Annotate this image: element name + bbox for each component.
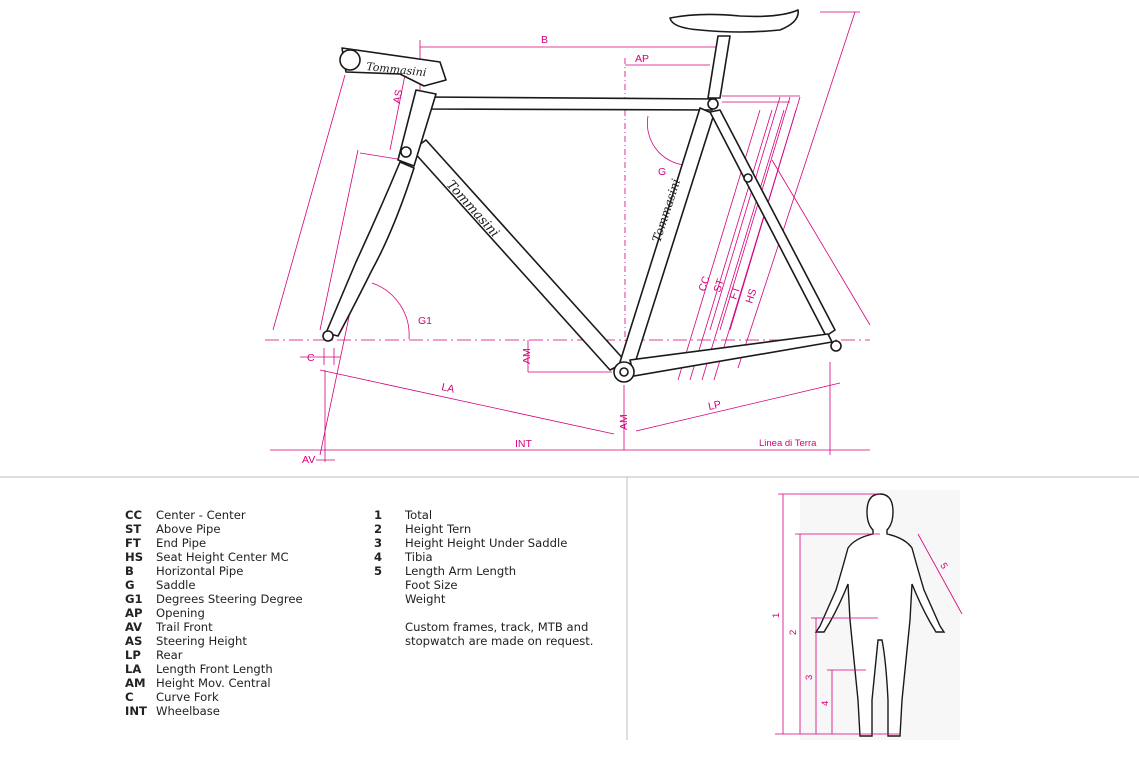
legend-code: ST <box>125 522 142 536</box>
legend-code: HS <box>125 550 144 564</box>
legend-description: Height Height Under Saddle <box>405 536 568 550</box>
legend-description: Height Mov. Central <box>156 676 271 690</box>
legend-code: CC <box>125 508 143 522</box>
legend-row: LP Rear <box>125 648 303 662</box>
label-AP: AP <box>635 53 649 65</box>
body-measurement-figure: 1 2 3 4 5 <box>771 490 963 740</box>
legend-row: 3 Height Height Under Saddle <box>374 536 567 550</box>
body-label-1: 1 <box>771 613 782 618</box>
label-AV: AV <box>302 454 315 466</box>
legend-row: G1 Degrees Steering Degree <box>125 592 303 606</box>
legend-description: Total <box>405 508 433 522</box>
label-LA: LA <box>440 381 455 395</box>
legend-row: 2 Height Tern <box>374 522 567 536</box>
legend-row: 4 Tibia <box>374 550 567 564</box>
legend-row: C Curve Fork <box>125 690 303 704</box>
legend-row: HS Seat Height Center MC <box>125 550 303 564</box>
label-AS: AS <box>391 89 405 105</box>
legend-description: End Pipe <box>156 536 207 550</box>
legend-code: AV <box>125 620 143 634</box>
label-ST: ST <box>711 277 727 294</box>
human-silhouette <box>814 493 946 737</box>
legend-description: Curve Fork <box>156 690 219 704</box>
legend-description: Foot Size <box>405 578 458 592</box>
legend-description: Length Front Length <box>156 662 273 676</box>
legend-code: G1 <box>125 592 143 606</box>
bike-frame <box>322 9 842 383</box>
body-label-2: 2 <box>788 630 799 635</box>
label-HS: HS <box>743 287 759 305</box>
legend-description: Degrees Steering Degree <box>156 592 303 606</box>
label-CC: CC <box>696 274 712 293</box>
legend-body-codes: 1 Total 2 Height Tern 3 Height Height Under S… <box>374 508 567 606</box>
legend-description: Saddle <box>156 578 196 592</box>
legend-row: AS Steering Height <box>125 634 303 648</box>
legend-code: AP <box>125 606 143 620</box>
label-C: C <box>307 352 315 364</box>
legend-description: Trail Front <box>156 620 213 634</box>
stem-brand-logo: Tommasini <box>366 60 427 79</box>
legend-description: Wheelbase <box>156 704 220 718</box>
legend-row: 1 Total <box>374 508 567 522</box>
custom-frames-note: Custom frames, track, MTB and stopwatch … <box>405 620 594 648</box>
legend-description: Horizontal Pipe <box>156 564 244 578</box>
legend-description: Seat Height Center MC <box>156 550 289 564</box>
legend-code: LA <box>125 662 142 676</box>
legend-row: Weight <box>374 592 567 606</box>
legend-row: ST Above Pipe <box>125 522 303 536</box>
label-FT: FT <box>727 284 743 300</box>
legend-row: CC Center - Center <box>125 508 303 522</box>
legend-row: B Horizontal Pipe <box>125 564 303 578</box>
legend-row: AV Trail Front <box>125 620 303 634</box>
downtube-brand-logo: Tommasini <box>443 178 502 241</box>
label-G: G <box>658 166 666 178</box>
label-AM-bottom: AM <box>618 414 630 430</box>
legend-code: 3 <box>374 536 383 550</box>
legend-code: FT <box>125 536 141 550</box>
legend-code: B <box>125 564 134 578</box>
body-label-5: 5 <box>937 561 949 571</box>
label-LP: LP <box>707 399 722 413</box>
legend-description: Length Arm Length <box>405 564 517 578</box>
legend-row: Foot Size <box>374 578 567 592</box>
legend-description: Height Tern <box>405 522 472 536</box>
legend-description: Weight <box>405 592 446 606</box>
legend-code: G <box>125 578 135 592</box>
legend-row: AP Opening <box>125 606 303 620</box>
body-label-4: 4 <box>820 701 831 706</box>
legend-code: 5 <box>374 564 383 578</box>
legend-row: LA Length Front Length <box>125 662 303 676</box>
legend-row: AM Height Mov. Central <box>125 676 303 690</box>
body-label-3: 3 <box>804 675 815 680</box>
legend-row: FT End Pipe <box>125 536 303 550</box>
legend-code: LP <box>125 648 141 662</box>
legend-code <box>374 592 405 606</box>
legend-code: 2 <box>374 522 383 536</box>
legend-row: INT Wheelbase <box>125 704 303 718</box>
legend-description: Tibia <box>405 550 433 564</box>
legend-row: 5 Length Arm Length <box>374 564 567 578</box>
legend-code: AS <box>125 634 143 648</box>
legend-description: Above Pipe <box>156 522 221 536</box>
label-B: B <box>541 34 548 46</box>
legend-description: Steering Height <box>156 634 247 648</box>
legend-code: C <box>125 690 134 704</box>
legend-description: Opening <box>156 606 205 620</box>
legend-description: Center - Center <box>156 508 246 522</box>
label-G1: G1 <box>418 315 432 327</box>
legend-code: 4 <box>374 550 383 564</box>
label-AM-top: AM <box>521 348 533 364</box>
legend-code <box>374 578 405 592</box>
legend-code: AM <box>125 676 146 690</box>
legend-code: INT <box>125 704 147 718</box>
legend-row: G Saddle <box>125 578 303 592</box>
label-INT: INT <box>515 438 533 450</box>
label-ground-line: Linea di Terra <box>759 438 817 449</box>
legend-description: Rear <box>156 648 183 662</box>
legend-code: 1 <box>374 508 383 522</box>
